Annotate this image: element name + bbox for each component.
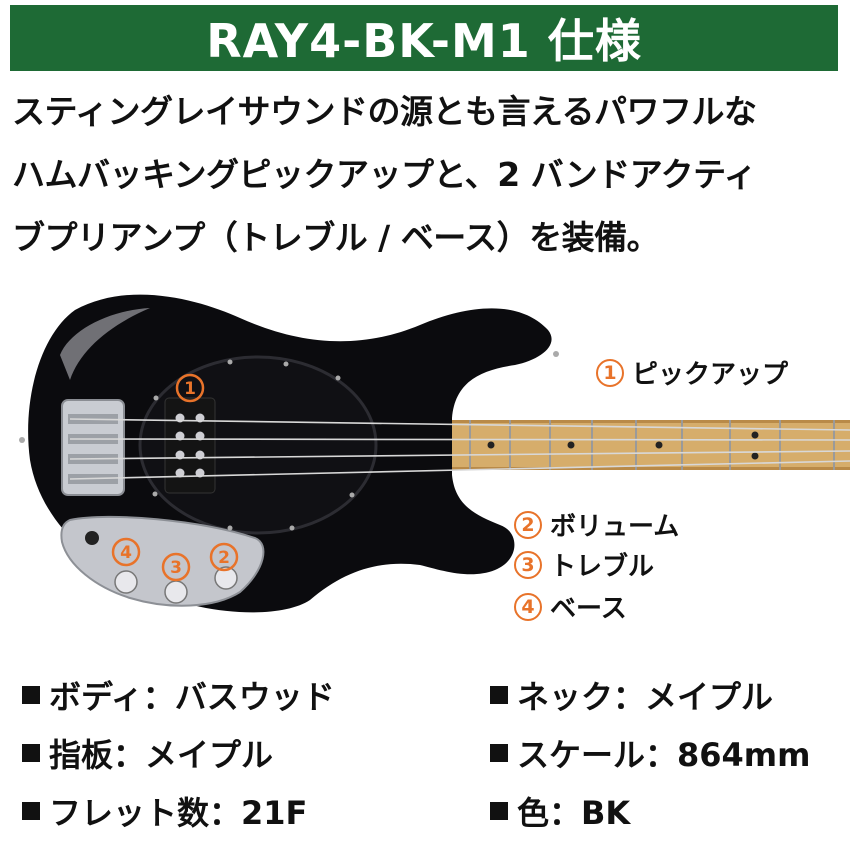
pickup xyxy=(164,397,216,494)
callout-label: ボリューム xyxy=(550,512,680,542)
image-marker-3-label: 3 xyxy=(170,558,182,578)
bullet-square-icon xyxy=(490,744,508,762)
spec-scale: スケール：864mm xyxy=(490,730,811,776)
spec-text: フレット数：21F xyxy=(49,794,308,832)
callout-number: 3 xyxy=(514,550,542,579)
description-line-3: ブプリアンプ（トレブル / ベース）を装備。 xyxy=(12,218,660,257)
spec-text: 色：BK xyxy=(517,794,631,832)
image-marker-2-label: 2 xyxy=(218,548,230,568)
callout-bass: 4 ベース xyxy=(514,588,627,625)
spec-body: ボディ：バスウッド xyxy=(22,672,335,718)
image-marker-2 xyxy=(209,542,239,572)
description-line-2: ハムバッキングピックアップと、2 バンドアクティ xyxy=(12,155,757,194)
bullet-square-icon xyxy=(22,744,40,762)
spec-fingerboard: 指板：メイプル xyxy=(22,730,273,776)
description-line-1: スティングレイサウンドの源とも言えるパワフルな xyxy=(12,92,757,131)
bullet-square-icon xyxy=(490,802,508,820)
bass-guitar-image: 1 2 3 4 xyxy=(19,294,850,613)
strings xyxy=(69,418,850,480)
title-bar: RAY4-BK-M1 仕様 xyxy=(10,5,838,71)
image-marker-1 xyxy=(175,373,205,403)
callout-label: ベース xyxy=(550,594,627,624)
image-marker-3 xyxy=(161,552,191,582)
description: スティングレイサウンドの源とも言えるパワフルな ハムバッキングピックアップと、2… xyxy=(12,80,840,269)
spec-list: ボディ：バスウッド ネック：メイプル 指板：メイプル スケール：864mm フレ… xyxy=(0,662,850,842)
bullet-square-icon xyxy=(490,686,508,704)
spec-text: ネック：メイプル xyxy=(517,678,774,716)
callout-label: ピックアップ xyxy=(632,360,789,390)
bullet-square-icon xyxy=(22,686,40,704)
callout-number: 1 xyxy=(596,358,624,387)
spec-neck: ネック：メイプル xyxy=(490,672,773,718)
image-markers: 1 2 3 4 xyxy=(111,373,239,582)
bullet-square-icon xyxy=(22,802,40,820)
image-marker-1-label: 1 xyxy=(184,379,196,399)
callout-number: 2 xyxy=(514,510,542,539)
spec-text: ボディ：バスウッド xyxy=(49,678,335,716)
callout-number: 4 xyxy=(514,592,542,621)
spec-frets: フレット数：21F xyxy=(22,788,307,834)
image-marker-4 xyxy=(111,537,141,567)
callout-label: トレブル xyxy=(550,552,655,582)
callout-volume: 2 ボリューム xyxy=(514,506,679,543)
image-marker-4-label: 4 xyxy=(120,543,132,563)
callout-pickup: 1 ピックアップ xyxy=(596,354,788,391)
spec-color: 色：BK xyxy=(490,788,630,834)
spec-text: スケール：864mm xyxy=(517,736,811,774)
callout-treble: 3 トレブル xyxy=(514,546,654,583)
spec-text: 指板：メイプル xyxy=(49,736,274,774)
page-title: RAY4-BK-M1 仕様 xyxy=(206,14,642,68)
control-plate xyxy=(60,515,265,607)
